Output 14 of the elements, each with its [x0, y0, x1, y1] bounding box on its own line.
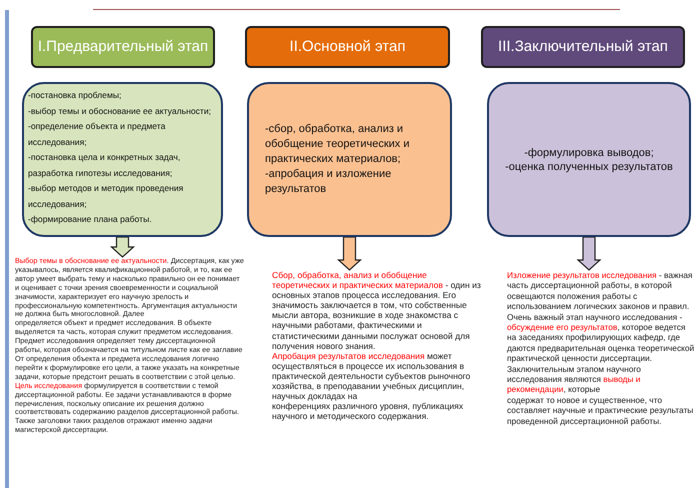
description-paragraph: содержат то новое и существенное, что составляет научные и практические результаты проведенной диссертационной работы. — [507, 394, 694, 426]
stage-tasks-box: -постановка проблемы; -выбор темы и обоснование ее актуальности; -определение объекта и предмета исследования; -постановка цела и конкретных задач, разработка гипотезы исследования; -выбор методов и методик проведения исследования; -формирование плана работы. — [22, 82, 223, 237]
description-paragraph: конференциях различного уровня, публикациях научного и методического содержания. — [272, 401, 464, 422]
block-arrow — [110, 236, 136, 258]
block-arrow — [336, 236, 362, 271]
stage-tasks-box: -формулировка выводов; -оценка полученных результатов — [487, 82, 691, 237]
block-arrow — [576, 236, 602, 271]
stage-header: II.Основной этап — [245, 26, 450, 68]
description-paragraph: Изложение результатов исследования - важная часть диссертационной работы, в которой освещаются положения работы с использованием логических законов и правил. — [507, 270, 694, 312]
description-paragraph: Сбор, обработка, анализ и обобщение теоретических и практических материалов - один из основных этапов процесса исследования. Его значимость заключается в том, что собственные мысли автора, возникшие в ходе знакомства с научными работами, фактическими и статистическими данными послужат основой для получения нового знания. — [272, 270, 482, 351]
stage-header: I.Предварительный этап — [31, 26, 215, 68]
stage-header: III.Заключительный этап — [481, 26, 685, 68]
description-paragraph: Очень важный этап научного исследования - обсуждение его результатов, которое ведется на заседаниях профилирующих кафедр, где даются предварительная оценка теоретической практической ценности диссертации. — [507, 312, 696, 364]
stage-tasks-box: -сбор, обработка, анализ и обобщение теоретических и практических материалов; -апробация и изложение результатов — [247, 82, 452, 237]
